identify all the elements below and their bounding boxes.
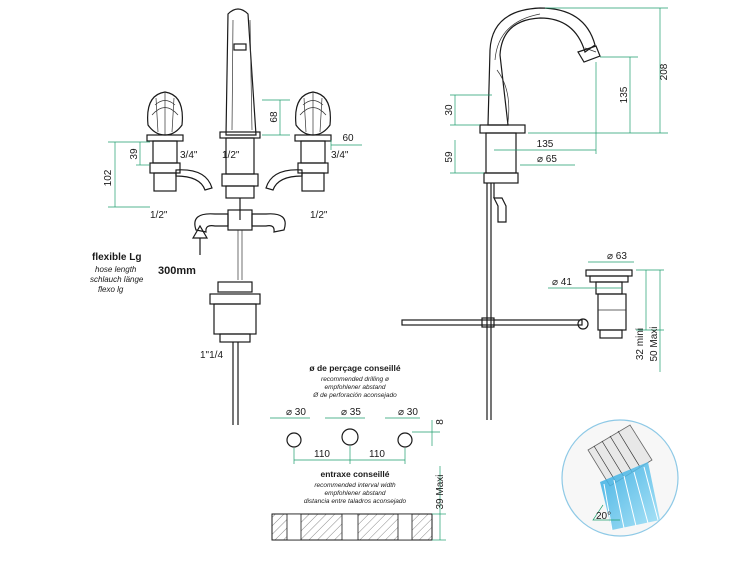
mixing-tee bbox=[191, 209, 286, 280]
drilling-title: ø de perçage conseillé bbox=[309, 363, 400, 373]
dim-68: 68 bbox=[269, 111, 280, 123]
thread-right: 3/4" bbox=[331, 150, 349, 161]
dim-208: 208 bbox=[659, 63, 670, 80]
dim-102: 102 bbox=[103, 169, 114, 186]
drilling-line2: empfohlener abstand bbox=[324, 384, 385, 391]
spray-detail: 20° bbox=[561, 419, 679, 537]
interval-line2: empfohlener abstand bbox=[324, 490, 385, 497]
thread-left: 3/4" bbox=[180, 150, 198, 161]
hose-length: 300mm bbox=[158, 265, 196, 277]
front-dimensions: 102 39 68 60 3/4" 3/4" 1/2" 1/2" 1/2" 1"… bbox=[103, 99, 362, 361]
side-dimensions: 208 135 30 59 135 ⌀ 65 bbox=[444, 7, 670, 174]
inlet-left: 1/2" bbox=[150, 210, 168, 221]
dim-59: 59 bbox=[444, 151, 455, 163]
interval-line3: distancia entre taladros aconsejado bbox=[304, 498, 407, 505]
dim-60: 60 bbox=[342, 133, 354, 144]
dim-d63: ⌀ 63 bbox=[607, 251, 627, 262]
gap-1: 110 bbox=[314, 449, 330, 460]
dim-32-mini: 32 mini bbox=[635, 328, 646, 360]
hole-d1: ⌀ 30 bbox=[286, 407, 306, 418]
dim-135v: 135 bbox=[619, 86, 630, 103]
right-handle bbox=[265, 91, 332, 192]
hose-line1: hose length bbox=[95, 265, 137, 274]
thread-center: 1/2" bbox=[222, 150, 240, 161]
hole-left bbox=[286, 432, 302, 448]
left-handle bbox=[146, 91, 213, 192]
pop-up-rod bbox=[401, 319, 583, 326]
side-spout bbox=[487, 7, 596, 126]
hole-d2: ⌀ 35 bbox=[341, 407, 361, 418]
hole-d3: ⌀ 30 bbox=[398, 407, 418, 418]
hole-right bbox=[397, 432, 413, 448]
side-view: 208 135 30 59 135 ⌀ 65 bbox=[401, 7, 670, 420]
inlet-right: 1/2" bbox=[310, 210, 328, 221]
interval-line1: recommended interval width bbox=[314, 482, 396, 489]
dim-d41: ⌀ 41 bbox=[552, 277, 572, 288]
gap-2: 110 bbox=[369, 449, 385, 460]
interval-title: entraxe conseillé bbox=[321, 469, 390, 479]
drilling-line3: Ø de perforación aconsejado bbox=[312, 392, 397, 399]
side-pull-rod bbox=[493, 197, 507, 223]
hose-title: flexible Lg bbox=[92, 252, 141, 263]
dim-135h: 135 bbox=[537, 139, 554, 150]
drilling-section: ø de perçage conseillé recommended drill… bbox=[270, 363, 446, 464]
front-spout bbox=[225, 8, 257, 136]
drain-detail: ⌀ 63 ⌀ 41 32 mini 50 Maxi bbox=[548, 251, 664, 372]
front-waste bbox=[209, 281, 261, 425]
hose-line3: flexo lg bbox=[98, 285, 124, 294]
waste-size: 1"1/4 bbox=[200, 350, 223, 361]
aerator bbox=[233, 43, 247, 51]
drilling-line1: recommended drilling ø bbox=[321, 376, 389, 383]
dim-30: 30 bbox=[444, 104, 455, 116]
hose-line2: schlauch länge bbox=[90, 275, 144, 284]
spray-angle: 20° bbox=[596, 511, 611, 522]
dim-8: 8 bbox=[435, 419, 446, 425]
front-view: 102 39 68 60 3/4" 3/4" 1/2" 1/2" 1/2" 1"… bbox=[90, 8, 362, 425]
side-base bbox=[479, 124, 526, 134]
dim-d65: ⌀ 65 bbox=[537, 154, 557, 165]
dim-39-maxi: 39 Maxi bbox=[435, 474, 446, 509]
dim-39: 39 bbox=[129, 148, 140, 160]
dim-50-maxi: 50 Maxi bbox=[649, 326, 660, 361]
hole-center bbox=[341, 428, 359, 446]
interval-section: entraxe conseillé recommended interval w… bbox=[271, 466, 446, 541]
hose-label: flexible Lg hose length schlauch länge f… bbox=[90, 252, 196, 294]
